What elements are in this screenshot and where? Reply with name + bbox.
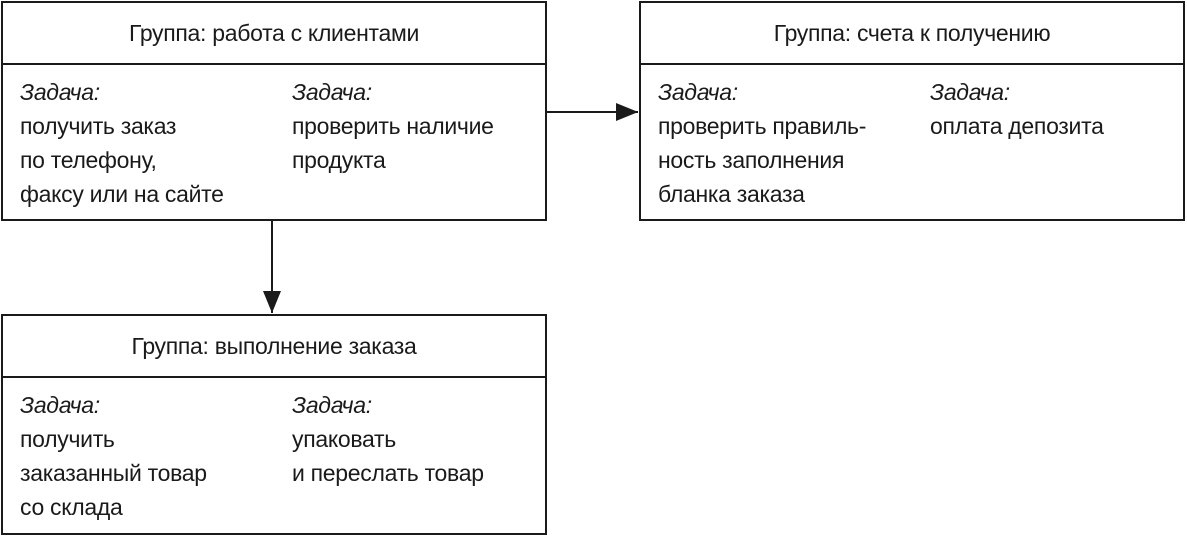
task-text: упаковать [292, 426, 396, 452]
group-box-receivables: Группа: счета к получению Задача: провер… [639, 1, 1185, 221]
task-text: получить заказ [20, 113, 177, 139]
group-title: Группа: счета к получению [641, 3, 1183, 65]
task-2: Задача: проверить наличие продукта [292, 75, 494, 177]
task-1: Задача: проверить правиль- ность заполне… [658, 75, 866, 211]
task-text: со склада [20, 494, 123, 520]
task-text: получить [20, 426, 115, 452]
task-text: проверить наличие [292, 113, 494, 139]
group-box-clients: Группа: работа с клиентами Задача: получ… [1, 1, 547, 221]
task-label: Задача: [292, 392, 372, 418]
task-text: факсу или на сайте [20, 181, 224, 207]
task-text: оплата депозита [930, 113, 1104, 139]
task-label: Задача: [20, 79, 100, 105]
task-text: и переслать товар [292, 460, 484, 486]
task-text: бланка заказа [658, 181, 805, 207]
task-text: заказанный товар [20, 460, 207, 486]
group-title: Группа: работа с клиентами [3, 3, 545, 65]
task-2: Задача: оплата депозита [930, 75, 1104, 143]
task-text: ность заполнения [658, 147, 845, 173]
task-1: Задача: получить заказ по телефону, факс… [20, 75, 224, 211]
task-label: Задача: [20, 392, 100, 418]
task-2: Задача: упаковать и переслать товар [292, 388, 484, 490]
task-text: продукта [292, 147, 386, 173]
task-label: Задача: [930, 79, 1010, 105]
group-box-fulfillment: Группа: выполнение заказа Задача: получи… [1, 314, 547, 535]
task-1: Задача: получить заказанный товар со скл… [20, 388, 207, 524]
group-title: Группа: выполнение заказа [3, 316, 545, 378]
task-text: по телефону, [20, 147, 157, 173]
task-label: Задача: [292, 79, 372, 105]
task-text: проверить правиль- [658, 113, 867, 139]
task-label: Задача: [658, 79, 738, 105]
